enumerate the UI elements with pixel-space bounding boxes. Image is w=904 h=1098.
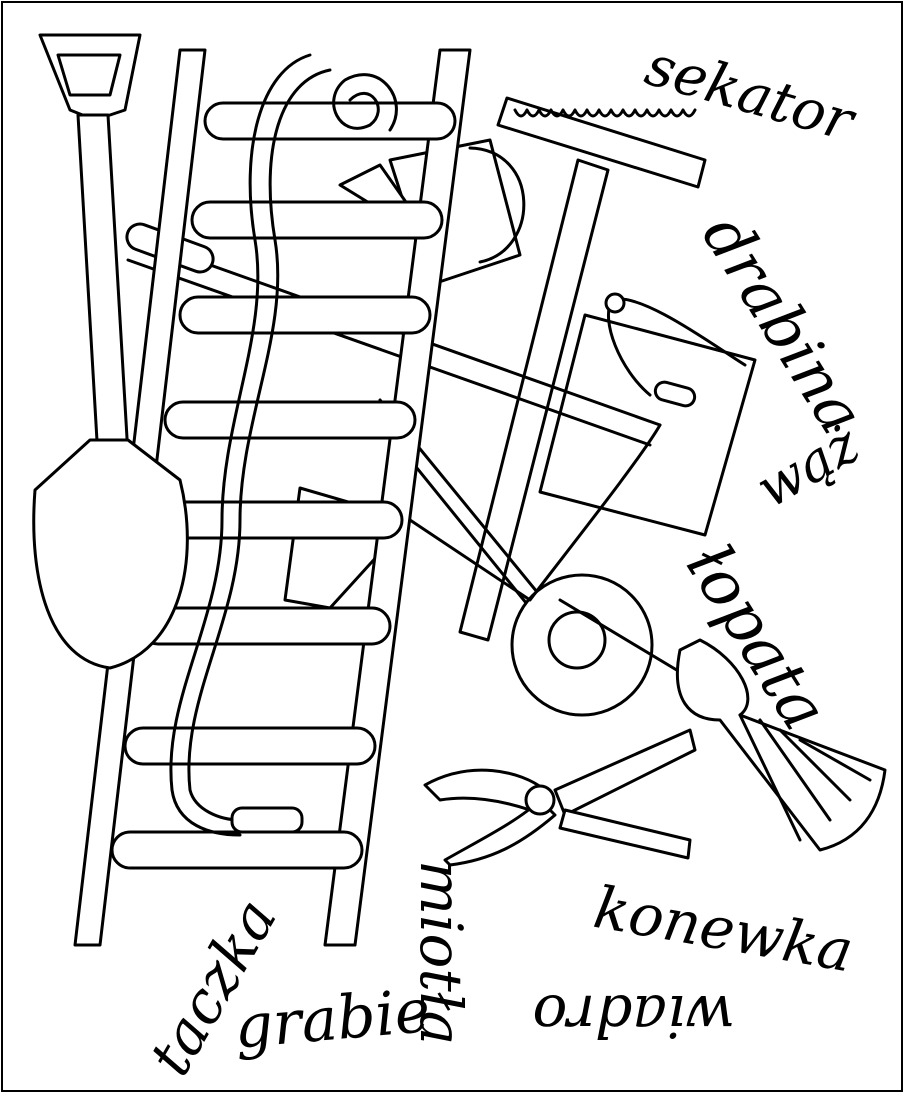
ladder-icon	[73, 48, 472, 947]
pruning-shears-icon	[423, 728, 697, 867]
label-wiadro: wiadro	[532, 982, 735, 1050]
broom-icon	[558, 598, 887, 852]
hose-icon	[169, 53, 398, 837]
shovel-icon	[32, 33, 189, 670]
bucket-icon	[538, 292, 757, 537]
rake-icon	[458, 96, 707, 642]
label-grabie: grabie	[231, 975, 433, 1063]
